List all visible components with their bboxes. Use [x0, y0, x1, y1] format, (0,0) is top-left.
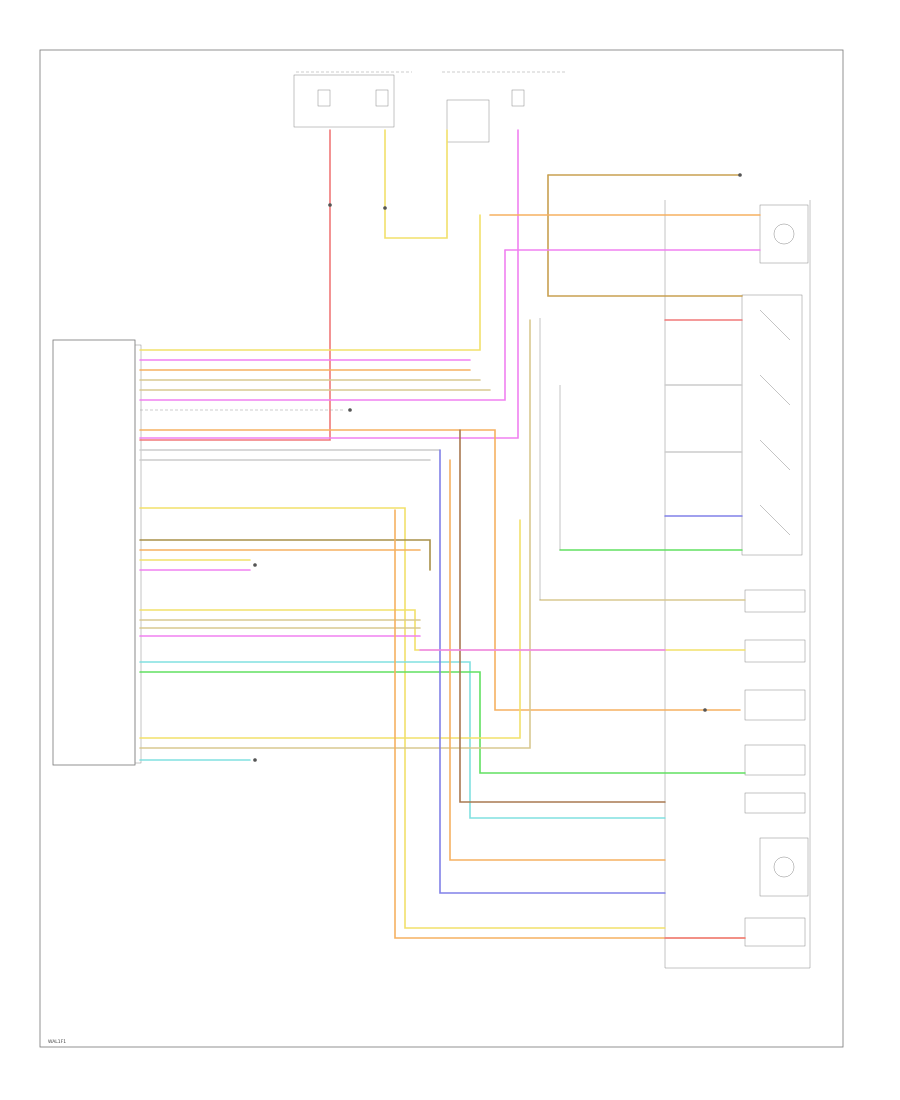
input-speed-sensor — [759, 837, 809, 897]
fuse-block-hot-in-run — [442, 71, 565, 143]
2-3-shift-solenoid — [744, 639, 806, 663]
1-2-shift-solenoid — [744, 589, 806, 613]
splice-dot-icon — [738, 173, 742, 177]
transmission-control-module — [52, 339, 142, 766]
internal-mode-switch — [741, 294, 803, 556]
speed-sensor-icon — [773, 223, 795, 245]
diagram-frame — [39, 49, 844, 1048]
page-reference: WAL1F1 — [48, 1039, 66, 1045]
input-speed-sensor-icon — [773, 856, 795, 878]
splice-dot-icon — [253, 563, 257, 567]
wires — [139, 129, 761, 939]
splice-dot-icon — [348, 408, 352, 412]
clutch-solenoid — [744, 792, 806, 814]
splice-dot-icon — [253, 758, 257, 762]
pressure-control-solenoid — [744, 744, 806, 776]
splice-dot-icon — [383, 206, 387, 210]
mode-switch-contacts — [759, 309, 791, 536]
output-speed-sensor — [759, 204, 809, 264]
splice-points — [253, 173, 742, 762]
fuse-block-hot-at-all-times — [293, 71, 412, 128]
splice-dot-icon — [703, 708, 707, 712]
3-2-shift-solenoid — [744, 689, 806, 721]
component-column — [664, 200, 811, 969]
splice-dot-icon — [328, 203, 332, 207]
fluid-temp-sensor — [744, 917, 806, 947]
